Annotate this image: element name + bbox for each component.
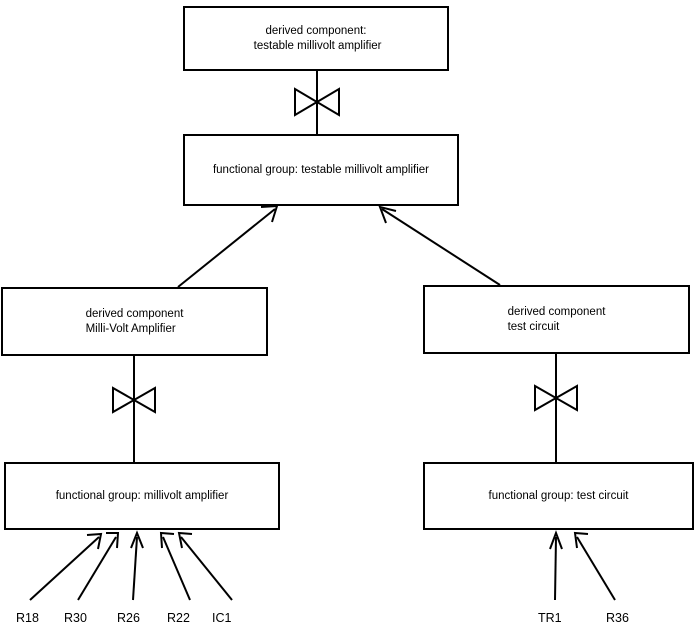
node-label: functional group: testable millivolt amp… xyxy=(213,163,429,178)
node-label-line1: functional group: millivolt amplifier xyxy=(55,489,229,502)
realization-link-left xyxy=(112,356,156,462)
realization-link-right xyxy=(534,354,578,462)
generalization-arrow-r22 xyxy=(159,531,191,601)
generalization-arrow-r30 xyxy=(77,532,120,601)
node-derived-test-circuit[interactable]: derived component test circuit xyxy=(423,285,690,354)
bowtie-icon xyxy=(534,384,578,412)
node-derived-testable-millivolt-amplifier[interactable]: derived component: testable millivolt am… xyxy=(183,6,449,71)
realization-link-top xyxy=(294,71,340,134)
node-label-line2: test circuit xyxy=(507,320,560,333)
generalization-arrow-r36 xyxy=(573,531,616,601)
node-label: derived component: testable millivolt am… xyxy=(250,24,382,54)
leaf-label-r26[interactable]: R26 xyxy=(117,611,140,625)
node-label-line2: Milli-Volt Amplifier xyxy=(85,322,176,335)
node-label-line1: functional group: testable millivolt amp… xyxy=(212,163,430,176)
leaf-label-tr1[interactable]: TR1 xyxy=(538,611,562,625)
node-fg-millivolt-amplifier[interactable]: functional group: millivolt amplifier xyxy=(4,462,280,530)
node-label: functional group: test circuit xyxy=(489,489,629,504)
generalization-arrow-r26 xyxy=(130,530,144,601)
node-label: functional group: millivolt amplifier xyxy=(56,489,229,504)
node-label-line1: functional group: test circuit xyxy=(488,489,629,502)
generalization-arrow-mva-to-testable xyxy=(177,204,279,288)
bowtie-icon xyxy=(112,386,156,414)
leaf-label-r36[interactable]: R36 xyxy=(606,611,629,625)
bowtie-icon xyxy=(294,87,340,117)
generalization-arrow-test-to-testable xyxy=(378,205,501,286)
node-label: derived component test circuit xyxy=(508,305,606,335)
node-fg-test-circuit[interactable]: functional group: test circuit xyxy=(423,462,694,530)
node-label-line1: derived component xyxy=(85,307,184,320)
leaf-label-r30[interactable]: R30 xyxy=(64,611,87,625)
node-label-line2: testable millivolt amplifier xyxy=(250,39,382,52)
leaf-label-r18[interactable]: R18 xyxy=(16,611,39,625)
node-fg-testable-millivolt-amplifier[interactable]: functional group: testable millivolt amp… xyxy=(183,134,459,206)
node-label-line1: derived component xyxy=(507,305,606,318)
generalization-arrow-ic1 xyxy=(177,531,233,601)
node-label-line1: derived component: xyxy=(265,24,367,37)
generalization-arrow-tr1 xyxy=(549,530,563,601)
generalization-arrow-r18 xyxy=(29,532,103,601)
leaf-label-ic1[interactable]: IC1 xyxy=(212,611,232,625)
leaf-label-r22[interactable]: R22 xyxy=(167,611,190,625)
